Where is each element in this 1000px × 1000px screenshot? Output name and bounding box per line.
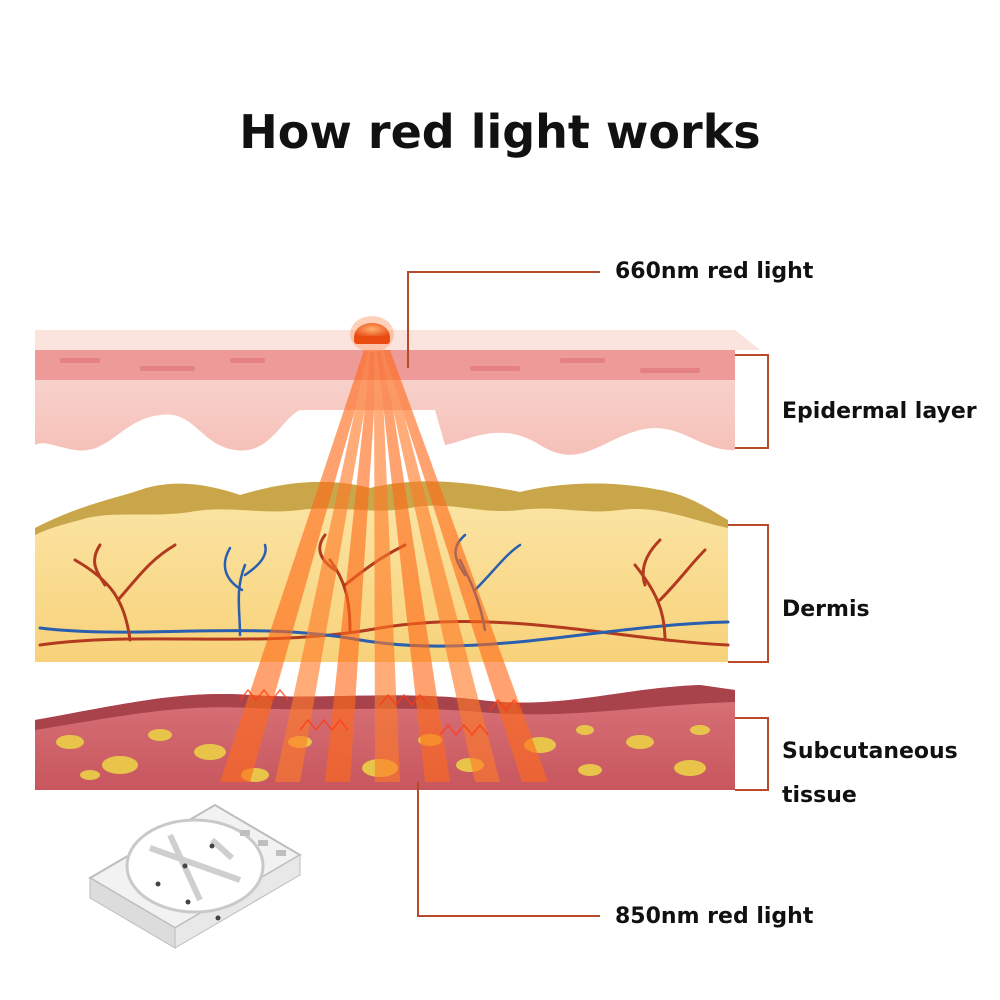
led-light-source [350,316,394,352]
label-subcutaneous-line1: Subcutaneous [782,739,958,764]
led-chip-illustration [88,803,302,949]
layer-brackets [728,354,769,791]
label-subcutaneous-line2: tissue [782,783,857,808]
leader-lines [407,271,600,917]
label-850nm-red-light: 850nm red light [615,904,814,929]
label-dermis: Dermis [782,597,870,622]
light-beams [220,350,548,782]
label-epidermal-layer: Epidermal layer [782,399,977,424]
page-title: How red light works [239,105,761,159]
label-subcutaneous-tissue: Subcutaneous tissue [782,730,992,818]
light-waves [239,688,523,737]
label-660nm-red-light: 660nm red light [615,259,814,284]
